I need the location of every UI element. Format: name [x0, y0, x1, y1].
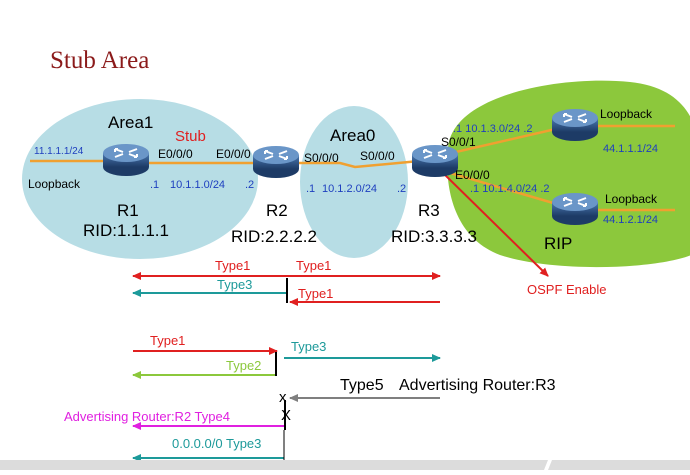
router-r2-icon — [252, 145, 300, 179]
type1-to-r1-label: Type1 — [215, 258, 250, 273]
footer-band — [0, 460, 548, 470]
adv-router-r3-label: Advertising Router:R3 — [399, 377, 556, 394]
router-rip1-icon — [551, 108, 599, 142]
page-title: Stub Area — [50, 47, 149, 74]
ospf-enable-arrow — [439, 169, 549, 277]
r2-name: R2 — [266, 201, 288, 220]
r3-e0-label: E0/0/0 — [455, 168, 490, 182]
router-rip2-icon — [551, 192, 599, 226]
r2-e0-label: E0/0/0 — [216, 147, 251, 161]
router-r1-icon — [102, 143, 150, 177]
link-r2-r3 — [272, 158, 431, 169]
adv-router-r2-type4-label: Advertising Router:R2 Type4 — [64, 409, 230, 424]
net13-label: .1 10.1.3.0/24 .2 — [453, 123, 533, 135]
type1-row2-label: Type1 — [150, 333, 185, 348]
net12-label: 10.1.1.0/24 — [170, 179, 225, 191]
area1-label: Area1 — [108, 113, 153, 132]
type3-to-r1-label: Type3 — [217, 277, 252, 292]
rip-label: RIP — [544, 234, 572, 253]
type3-row2-label: Type3 — [291, 339, 326, 354]
net14-label: .1 10.1.4.0/24 .2 — [470, 183, 550, 195]
net23-r2-host: .1 — [306, 183, 315, 195]
rip1-loopback-label: Loopback — [600, 107, 653, 121]
ospf-enable-label: OSPF Enable — [527, 282, 607, 297]
r3-rid: RID:3.3.3.3 — [391, 227, 477, 246]
r2-rid: RID:2.2.2.2 — [231, 227, 317, 246]
link-r3-rip2 — [439, 168, 561, 207]
rip1-ip: 44.1.1.1/24 — [603, 143, 658, 155]
net23-r3-host: .2 — [397, 183, 406, 195]
area0-region — [300, 106, 408, 258]
r1-name: R1 — [117, 201, 139, 220]
r1-loopback-label: Loopback — [28, 177, 81, 191]
r2-s0-label: S0/0/0 — [304, 151, 339, 165]
net12-r1-host: .1 — [150, 179, 159, 191]
default-type3-label: 0.0.0.0/0 Type3 — [172, 436, 261, 451]
area0-label: Area0 — [330, 126, 375, 145]
net12-r2-host: .2 — [245, 179, 254, 191]
r1-e0-label: E0/0/0 — [158, 147, 193, 161]
type2-row2-label: Type2 — [226, 358, 261, 373]
type4-blocked-mark: X — [281, 407, 291, 424]
type5-label: Type5 — [340, 377, 384, 394]
stub-label: Stub — [175, 128, 206, 145]
r3-name: R3 — [418, 201, 440, 220]
r1-loopback-ip: 11.1.1.1/24 — [34, 146, 84, 157]
rip2-ip: 44.1.2.1/24 — [603, 214, 658, 226]
net23-label: 10.1.2.0/24 — [322, 183, 377, 195]
rip2-loopback-label: Loopback — [605, 192, 658, 206]
area1-region — [22, 99, 258, 259]
type1-from-r3-label: Type1 — [298, 286, 333, 301]
type1-to-r3-label: Type1 — [296, 258, 331, 273]
rip-region — [447, 80, 690, 268]
footer-band-right — [548, 460, 690, 470]
type5-blocked-mark: x — [279, 389, 287, 406]
router-r3-icon — [411, 144, 459, 178]
r3-s1-label: S0/0/1 — [441, 135, 476, 149]
r1-rid: RID:1.1.1.1 — [83, 221, 169, 240]
r3-s0-label: S0/0/0 — [360, 149, 395, 163]
